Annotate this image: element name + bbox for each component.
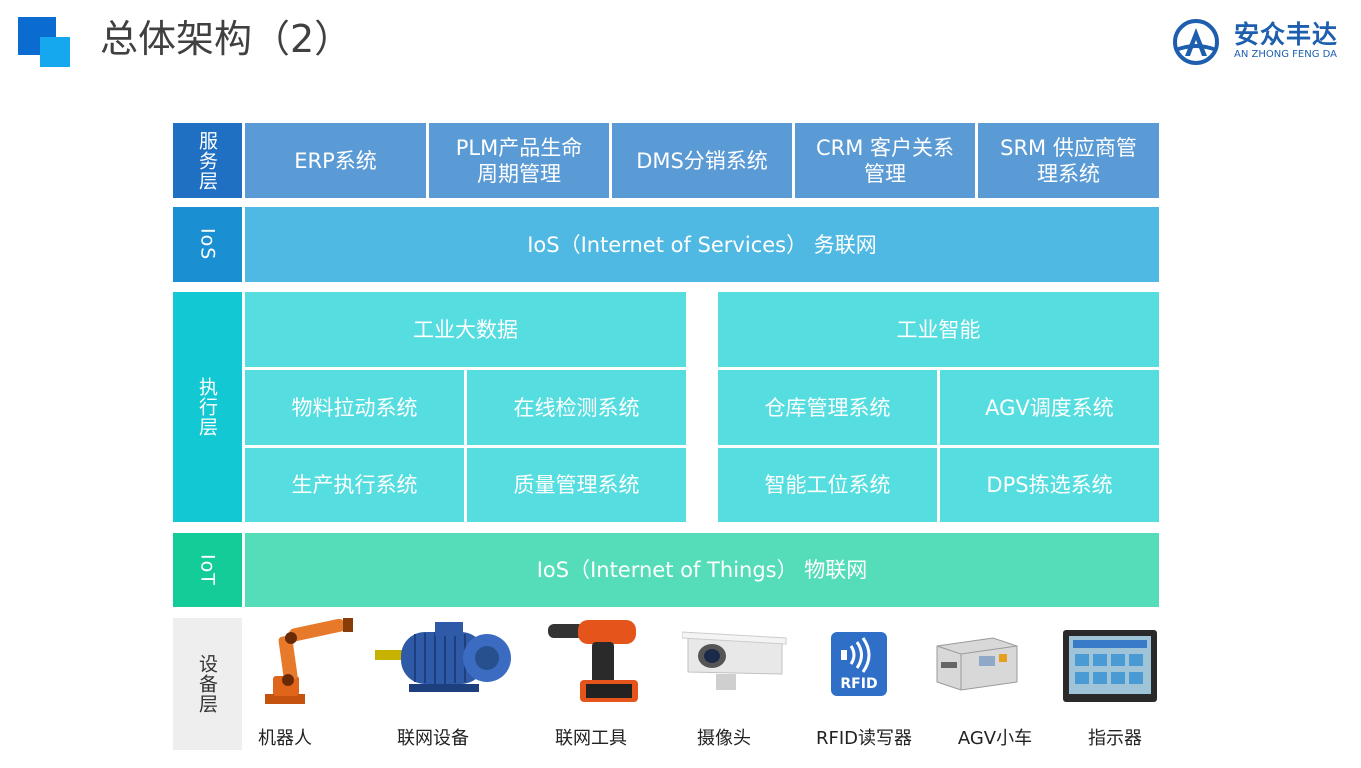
iot-bar: IoS（Internet of Things） 物联网 [245,533,1159,607]
power-tool-icon [548,620,638,702]
exec-layer-label: 执行层 [173,292,242,522]
title-icon [18,17,70,67]
logo-english: AN ZHONG FENG DA [1234,49,1337,60]
company-logo: 安众丰达 AN ZHONG FENG DA [1168,18,1353,66]
service-plm: PLM产品生命周期管理 [429,123,609,198]
exec-material-pull: 物料拉动系统 [245,370,464,445]
device-label-networked-equipment: 联网设备 [397,728,469,749]
service-dms: DMS分销系统 [612,123,792,198]
logo-chinese: 安众丰达 [1234,20,1339,49]
ios-layer-label: IoS [173,207,242,282]
exec-agv-dispatch: AGV调度系统 [940,370,1159,445]
service-erp: ERP系统 [245,123,426,198]
exec-intelligence-title: 工业智能 [718,292,1159,367]
logo-emblem-icon [1173,19,1219,65]
exec-quality: 质量管理系统 [467,448,686,522]
rfid-reader-icon: RFID [831,632,887,696]
device-label-rfid-reader: RFID读写器 [815,728,913,749]
rfid-icon-text: RFID [840,676,878,692]
service-layer-label: 服务层 [173,123,242,198]
device-label-networked-tool: 联网工具 [555,728,627,749]
indicator-display-icon [1063,630,1157,702]
device-label-camera: 摄像头 [697,728,751,749]
exec-mes: 生产执行系统 [245,448,464,522]
exec-bigdata-title: 工业大数据 [245,292,686,367]
device-label-robot: 机器人 [258,728,312,749]
iot-layer-label: IoT [173,533,242,607]
device-label-indicator: 指示器 [1088,728,1142,749]
rfid-wave-icon [841,637,871,673]
motor-icon [375,622,511,692]
camera-icon [682,631,787,690]
device-layer-label: 设备层 [173,618,242,750]
exec-online-inspection: 在线检测系统 [467,370,686,445]
device-label-agv-cart: AGV小车 [957,728,1033,749]
agv-cart-icon [936,637,1018,691]
robot-icon [265,618,353,704]
exec-wms: 仓库管理系统 [718,370,937,445]
ios-bar: IoS（Internet of Services） 务联网 [245,207,1159,282]
service-crm: CRM 客户关系管理 [795,123,975,198]
service-srm: SRM 供应商管理系统 [978,123,1159,198]
exec-dps: DPS拣选系统 [940,448,1159,522]
page-title: 总体架构（2） [100,17,353,61]
exec-smart-station: 智能工位系统 [718,448,937,522]
